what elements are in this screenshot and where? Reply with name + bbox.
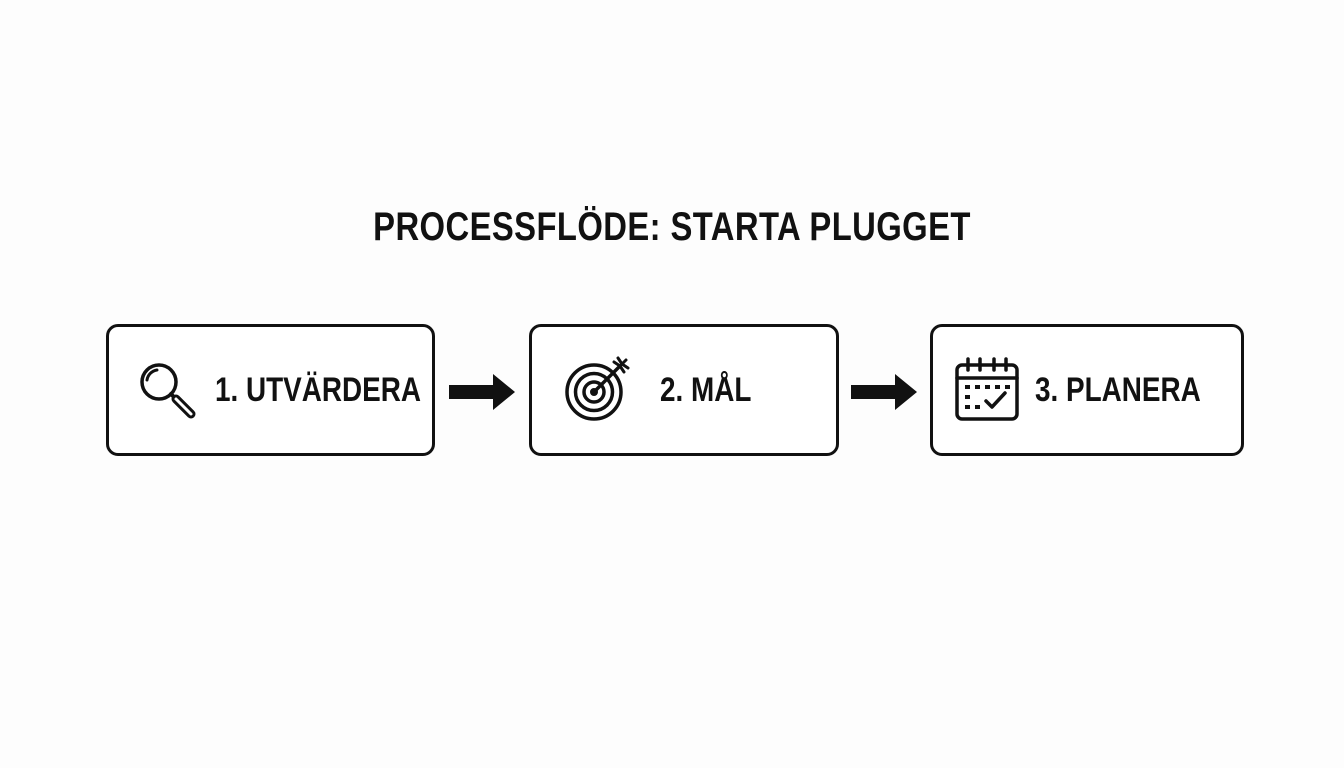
flow-arrow-2	[849, 372, 919, 412]
flow-arrow-1	[447, 372, 517, 412]
target-arrow-icon	[562, 356, 630, 424]
step-label-plan: 3. PLANERA	[1035, 370, 1201, 409]
step-box-plan: 3. PLANERA	[930, 324, 1244, 456]
diagram-title: PROCESSFLÖDE: STARTA PLUGGET	[373, 205, 971, 249]
step-label-goal: 2. MÅL	[660, 370, 752, 409]
magnifying-glass-icon	[133, 356, 201, 424]
step-box-goal: 2. MÅL	[529, 324, 839, 456]
calendar-check-icon	[953, 356, 1021, 424]
step-box-evaluate: 1. UTVÄRDERA	[106, 324, 435, 456]
step-label-evaluate: 1. UTVÄRDERA	[215, 370, 422, 409]
